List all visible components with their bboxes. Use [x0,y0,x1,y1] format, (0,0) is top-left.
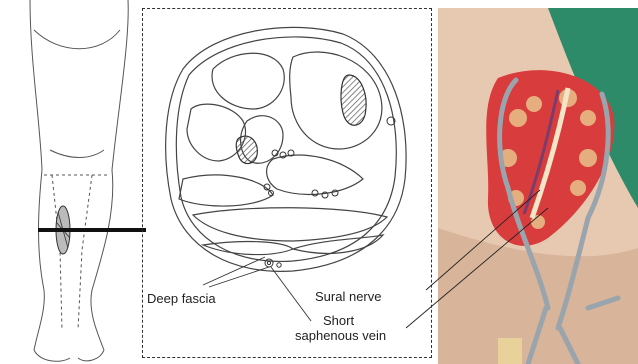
sural-nerve-mark [277,263,281,267]
deep-fascia-label: Deep fascia [147,291,216,306]
level-connector-line [38,228,146,232]
tibia-bone [341,75,366,125]
cross-section-panel: Deep fascia Sural nerve Short saphenous … [142,8,432,358]
sural-nerve-label: Sural nerve [315,289,381,304]
short-saphenous-vein-label-line1: Short [323,313,386,328]
leg-illustration [0,0,140,364]
leg-outline-drawing [0,0,140,364]
surgical-photo [438,8,638,364]
fibula-bone [236,136,257,163]
instrument-handle [498,338,522,364]
short-saphenous-vein-label: Short saphenous vein [323,313,386,343]
surgical-photo-drawing [438,8,638,364]
short-saphenous-vein-mark [265,259,273,267]
short-saphenous-vein-label-line2: saphenous vein [295,328,386,343]
